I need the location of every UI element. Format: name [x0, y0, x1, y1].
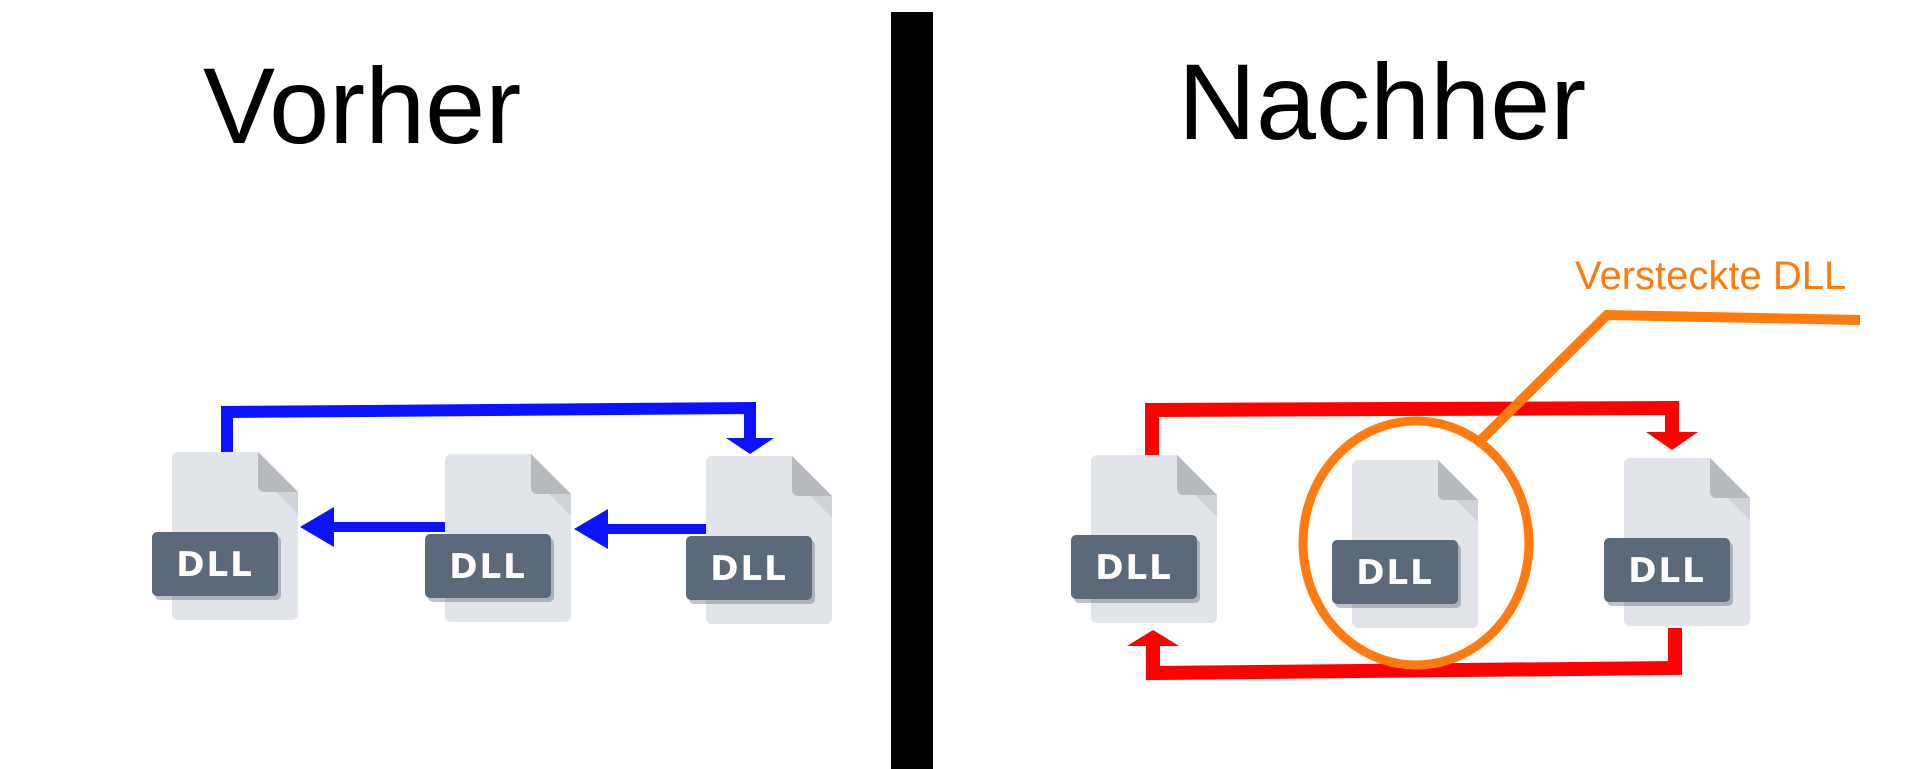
dll-label: DLL	[1356, 553, 1434, 593]
after-bottom-arrow-line	[1146, 628, 1682, 681]
dll-label: DLL	[1628, 551, 1706, 591]
dll-label: DLL	[449, 547, 527, 587]
after-dll-file-hidden: DLL	[1332, 460, 1478, 628]
callout-leader-line	[1476, 309, 1861, 445]
after-top-arrowhead	[1646, 432, 1698, 450]
hidden-dll-callout-label: Versteckte DLL	[1575, 254, 1846, 298]
before-dll-file-left: DLL	[152, 452, 298, 620]
before-dll-file-right: DLL	[686, 456, 832, 624]
before-arrow-right-to-middle-head	[574, 509, 608, 549]
hidden-dll-highlight-circle	[1298, 416, 1534, 670]
before-title: Vorher	[203, 45, 521, 166]
before-arrow-middle-to-left-head	[300, 507, 334, 547]
dll-label: DLL	[710, 549, 788, 589]
dll-label: DLL	[1095, 548, 1173, 588]
after-dll-file-left: DLL	[1071, 455, 1217, 623]
after-dll-file-right: DLL	[1604, 458, 1750, 626]
after-top-arrow-line	[1145, 400, 1679, 455]
panel-divider	[891, 12, 933, 769]
before-dll-file-middle: DLL	[425, 454, 571, 622]
dll-label: DLL	[176, 545, 254, 585]
before-loop-arrowhead	[726, 438, 774, 454]
after-bottom-arrowhead	[1127, 630, 1179, 646]
after-title: Nachher	[1178, 41, 1586, 162]
before-loop-arrow-line	[221, 401, 756, 452]
